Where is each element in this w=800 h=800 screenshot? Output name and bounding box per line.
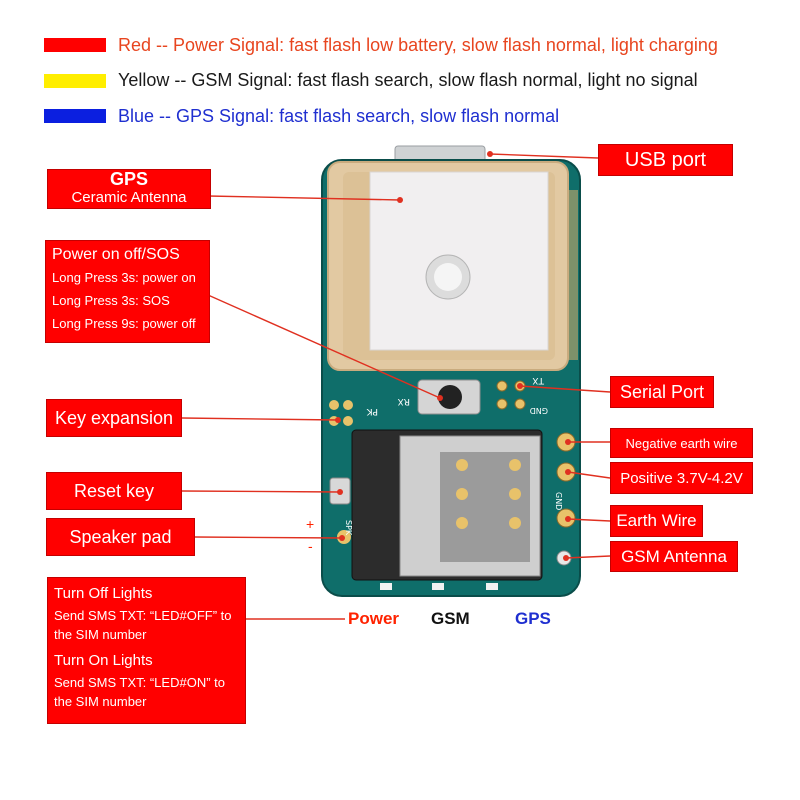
legend-swatch-yellow [44,74,106,88]
power-title: Power on off/SOS [52,246,180,263]
lights-off-text-1: Send SMS TXT: “LED#OFF” to [54,608,232,623]
power-line-1: Long Press 3s: power on [52,270,196,285]
lights-on-text-1: Send SMS TXT: “LED#ON” to [54,675,225,690]
led-label-power: Power [348,609,400,628]
led-gsm [432,583,444,590]
led-label-gps: GPS [515,609,551,628]
led-power [380,583,392,590]
earth-wire-label: Earth Wire [610,505,703,537]
positive-voltage-label: Positive 3.7V-4.2V [610,462,753,494]
polarity-plus: + [306,516,315,532]
legend-text-blue: Blue -- GPS Signal: fast flash search, s… [118,106,560,126]
lights-on-title: Turn On Lights [54,652,153,669]
silk-tx: TX [532,375,545,385]
lights-on-text-2: the SIM number [54,694,147,709]
led-gps [486,583,498,590]
legend-text-red: Red -- Power Signal: fast flash low batt… [118,35,718,55]
legend-swatch-blue [44,109,106,123]
speaker-pad-label: Speaker pad [46,518,195,556]
negative-earth-label: Negative earth wire [610,428,753,458]
gps-title: GPS [109,169,148,189]
lights-off-text-2: the SIM number [54,627,147,642]
silk-rx: RX [398,396,410,406]
silk-pk: PK [366,406,378,416]
gps-antenna-label: GPS Ceramic Antenna [47,169,211,209]
power-line-2: Long Press 3s: SOS [52,293,170,308]
key-expansion-label: Key expansion [46,399,182,437]
gsm-antenna-label: GSM Antenna [610,541,738,572]
led-label-gsm: GSM [431,609,470,628]
reset-key-label: Reset key [46,472,182,510]
power-line-3: Long Press 9s: power off [52,316,196,331]
polarity-minus: - [308,538,313,554]
power-button [438,385,462,409]
silk-gnd2: GND [554,492,563,510]
lights-sms-label: Turn Off Lights Send SMS TXT: “LED#OFF” … [47,577,246,724]
power-sos-label: Power on off/SOS Long Press 3s: power on… [45,240,210,343]
lights-off-title: Turn Off Lights [54,585,153,602]
usb-port-label: USB port [598,144,733,176]
silk-gnd1: GND [530,406,548,415]
gps-subtitle: Ceramic Antenna [71,189,187,206]
serial-port-label: Serial Port [610,376,714,408]
silk-spk: SPK [344,520,353,536]
legend-swatch-red [44,38,106,52]
legend-text-yellow: Yellow -- GSM Signal: fast flash search,… [118,70,698,90]
